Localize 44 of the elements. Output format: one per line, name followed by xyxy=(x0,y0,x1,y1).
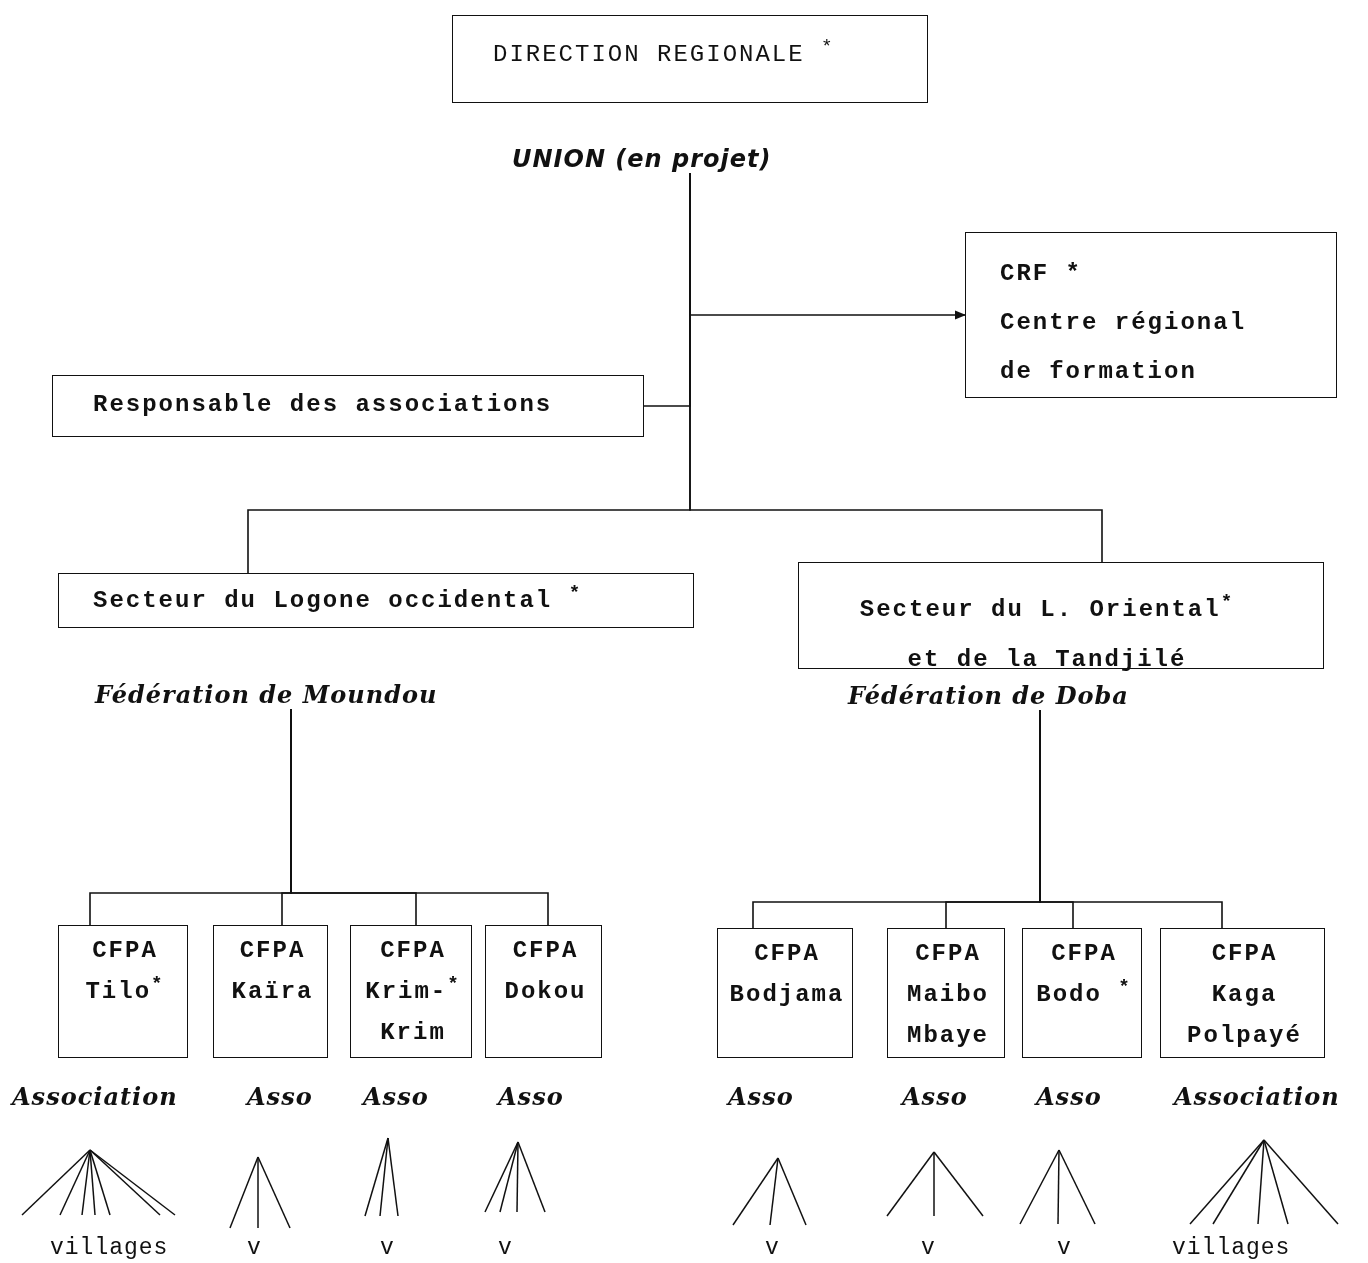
association-label: Association xyxy=(12,1082,178,1111)
centre-type: CFPA xyxy=(238,936,307,966)
unit-name: Secteur du Logone occidental $^{*}$ xyxy=(93,586,584,616)
village-label: v xyxy=(380,1235,395,1261)
centre-name: Bodo $^{*}$ xyxy=(1035,975,1133,1010)
connector-line xyxy=(290,708,549,926)
unit-name: DIRECTION REGIONALE $^{*}$ xyxy=(493,40,836,70)
unit-name: CRF * xyxy=(1000,259,1083,289)
centre-type: CFPA xyxy=(1210,939,1279,969)
association-label: Association xyxy=(1174,1082,1340,1111)
centre-type: CFPA xyxy=(753,939,821,969)
centre-name: Tilo$^{*}$ xyxy=(84,972,166,1007)
village-label: v xyxy=(921,1235,936,1261)
connector-line xyxy=(1039,709,1223,929)
association-label: Asso xyxy=(498,1082,564,1111)
association-label: Asso xyxy=(728,1082,794,1111)
unit-name: Responsable des associations xyxy=(93,390,554,420)
federation-label: Fédération de Moundou xyxy=(95,680,438,709)
unit-name: Secteur du L. Oriental$^{*}$ et de la Tandjilé xyxy=(858,590,1236,675)
centre-name: Krim-$^{*}$ Krim xyxy=(364,972,462,1048)
centre-type: CFPA xyxy=(379,936,447,966)
association-label: Asso xyxy=(902,1082,968,1111)
centre-name: Dokou xyxy=(503,977,588,1007)
union-label: UNION (en projet) xyxy=(512,145,772,173)
village-label: v xyxy=(247,1235,262,1261)
centre-type: CFPA xyxy=(914,939,982,969)
village-label: villages xyxy=(1172,1235,1291,1261)
association-label: Asso xyxy=(363,1082,429,1111)
centre-name: Maibo Mbaye xyxy=(906,980,990,1051)
centre-name: Bodjama xyxy=(728,980,846,1010)
centre-name: Kaïra xyxy=(230,977,315,1007)
association-label: Asso xyxy=(1036,1082,1102,1111)
centre-type: CFPA xyxy=(1050,939,1118,969)
village-label: v xyxy=(1057,1235,1072,1261)
federation-label: Fédération de Doba xyxy=(848,681,1129,710)
association-label: Asso xyxy=(247,1082,313,1111)
village-label: villages xyxy=(50,1235,169,1261)
centre-type: CFPA xyxy=(511,936,580,966)
unit-subtitle: Centre régional de formation xyxy=(1000,308,1248,387)
centre-name: Kaga Polpayé xyxy=(1186,980,1303,1051)
connector-line xyxy=(689,172,1103,563)
centre-type: CFPA xyxy=(91,936,159,966)
village-label: v xyxy=(498,1235,513,1261)
village-label: v xyxy=(765,1235,780,1261)
